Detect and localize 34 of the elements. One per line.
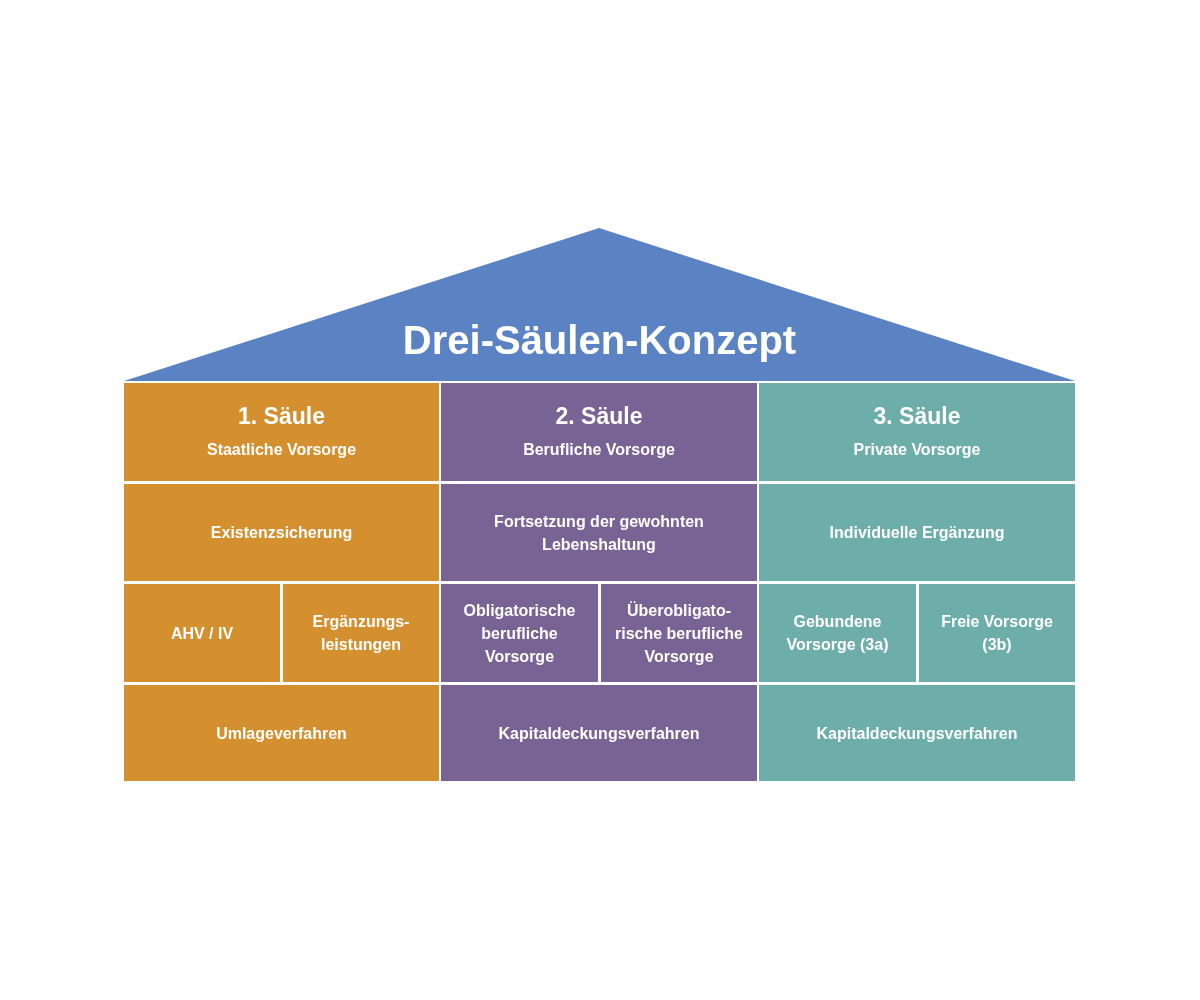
pillar-heading: 1. Säule xyxy=(238,403,325,430)
pillar-cell xyxy=(124,383,439,481)
cell-text: Freie Vorsorge (3b) xyxy=(940,612,1054,655)
pillar-cell xyxy=(759,685,1075,781)
cell-text: Staatliche Vorsorge xyxy=(206,440,357,460)
cell-text: Kapitaldeckungsverfahren xyxy=(498,723,700,744)
pillar-cell xyxy=(441,685,757,781)
pillar-cell xyxy=(759,484,1075,581)
cell-text: Überobligato- rische berufliche Vorsorge xyxy=(613,600,744,667)
pillar-cell xyxy=(124,584,280,682)
pillar-cell xyxy=(919,584,1075,682)
cell-text: Private Vorsorge xyxy=(853,440,981,460)
pillar-cell xyxy=(759,584,916,682)
pillar-cell xyxy=(601,584,757,682)
pillar-cell xyxy=(441,484,757,581)
pillar-cell xyxy=(759,383,1075,481)
cell-text: Obligatorische berufliche Vorsorge xyxy=(462,600,577,667)
cell-text: Gebundene Vorsorge (3a) xyxy=(785,612,890,655)
pillar-cell xyxy=(283,584,439,682)
cell-text: Individuelle Ergänzung xyxy=(829,523,1005,543)
pillar-cell xyxy=(441,383,757,481)
title-text: Drei-Säulen-Konzept xyxy=(401,318,798,363)
cell-text: Kapitaldeckungsverfahren xyxy=(816,723,1018,744)
pillar-cell xyxy=(441,584,598,682)
pillar-cell xyxy=(124,685,439,781)
pillar-cell xyxy=(124,484,439,581)
cell-text: Berufliche Vorsorge xyxy=(523,440,675,460)
cell-text: AHV / IV xyxy=(170,623,234,644)
cell-text: Umlageverfahren xyxy=(216,723,347,744)
cell-text: Fortsetzung der gewohnten Lebenshaltung xyxy=(493,511,705,555)
pillar-heading: 2. Säule xyxy=(555,403,643,430)
cell-text: Ergänzungs- leistungen xyxy=(311,612,411,655)
cell-text: Existenzsicherung xyxy=(210,523,353,543)
pillar-heading: 3. Säule xyxy=(873,403,961,430)
